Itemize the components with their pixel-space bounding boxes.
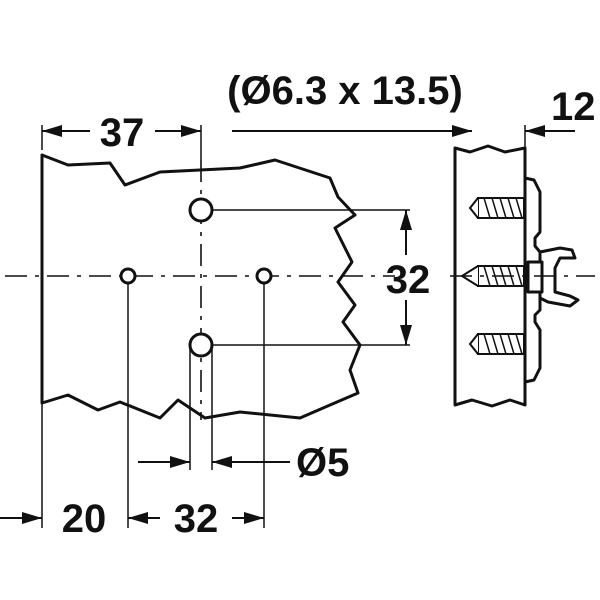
left-small-hole xyxy=(119,267,137,285)
dim-32v-arrow-bottom xyxy=(400,325,412,345)
dim-32v-arrow-top xyxy=(400,210,412,230)
upper-screw xyxy=(468,197,525,219)
side-view xyxy=(450,144,595,408)
screw-spec-label: (Ø6.3 x 13.5) xyxy=(227,69,463,113)
dim-12-label: 12 xyxy=(551,85,596,129)
side-clip-inner xyxy=(526,260,544,294)
dim-37-arrow-left xyxy=(42,125,62,137)
dim-20-arrow-left xyxy=(22,512,42,524)
dim-d5-label: Ø5 xyxy=(296,441,349,485)
side-clip xyxy=(538,246,580,308)
dim-32h-arrow-left xyxy=(128,512,148,524)
dim-37-arrow-right xyxy=(181,125,201,137)
dim-20-label: 20 xyxy=(62,497,107,541)
dim-32h-arrow-right xyxy=(244,512,264,524)
dim-d5-arrow-right xyxy=(212,456,232,468)
lower-hole xyxy=(188,332,214,358)
dim-37-label: 37 xyxy=(100,111,145,155)
right-small-hole xyxy=(255,267,273,285)
dim-d5-arrow-left xyxy=(170,456,190,468)
dim-12-arrow xyxy=(525,125,545,137)
dim-32v-label: 32 xyxy=(386,258,431,302)
dim-32h-label: 32 xyxy=(174,497,219,541)
lower-screw xyxy=(468,333,525,355)
screw-spec-arrow xyxy=(452,125,472,137)
upper-hole xyxy=(188,197,214,223)
